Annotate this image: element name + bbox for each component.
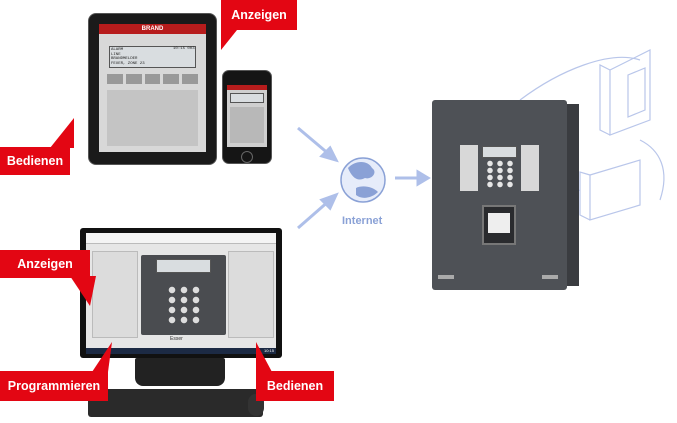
pc-taskbar-time: 10:15 (263, 348, 274, 353)
panel-printer-paper (488, 213, 510, 233)
phone-control-grid (230, 107, 264, 143)
tablet-anzeigen-tag: Anzeigen (221, 0, 297, 30)
pc-bedienen-tag: Bedienen (256, 371, 334, 401)
tablet-button[interactable] (107, 74, 123, 84)
pc-keypad (166, 285, 201, 325)
fire-alarm-control-panel (432, 100, 567, 290)
pc-panel-rendering (141, 255, 226, 335)
pc-programmieren-tag-pointer (92, 342, 112, 372)
tablet-screen: BRAND ALARM LINE BRANDMELDER FEUER, ZONE… (99, 24, 206, 152)
tablet-lcd-display: ALARM LINE BRANDMELDER FEUER, ZONE 23 (109, 46, 196, 68)
tablet-button[interactable] (125, 74, 142, 84)
tablet-device: BRAND ALARM LINE BRANDMELDER FEUER, ZONE… (88, 13, 217, 165)
remote-device-outlines (519, 49, 665, 221)
tablet-button[interactable] (163, 74, 180, 84)
phone-device (222, 70, 272, 164)
arrow-from-pc (297, 192, 339, 230)
tablet-button[interactable] (144, 74, 161, 84)
pc-monitor-stand (135, 358, 225, 386)
phone-brand-bar (227, 85, 267, 90)
panel-model-badge (542, 275, 558, 279)
pc-anzeigen-tag: Anzeigen (0, 250, 90, 278)
phone-lcd-display (230, 93, 264, 103)
tablet-button[interactable] (182, 74, 198, 84)
pc-right-indicator-column (228, 251, 274, 338)
globe-icon (340, 157, 386, 203)
pc-programmieren-tag: Programmieren (0, 371, 108, 401)
tablet-brand-bar: BRAND (99, 24, 206, 34)
pc-bedienen-tag-pointer (256, 342, 272, 372)
tablet-lcd-line-4: FEUER, ZONE 23 (111, 61, 145, 66)
tablet-lcd-line-2: LINE (111, 52, 121, 57)
panel-keypad (485, 160, 515, 188)
arrow-to-panel (395, 169, 431, 187)
panel-right-indicators (521, 145, 539, 191)
tablet-control-grid (107, 90, 198, 146)
tablet-time: 10:15 003 (173, 47, 195, 51)
tablet-bedienen-tag-pointer (50, 118, 74, 148)
pc-left-indicator-column (92, 251, 138, 338)
tablet-anzeigen-tag-pointer (221, 30, 237, 50)
pc-app-toolbar (86, 233, 276, 244)
pc-anzeigen-tag-pointer (70, 276, 96, 306)
tablet-lcd-line-3: BRANDMELDER (111, 57, 138, 61)
arrow-from-tablet (297, 126, 339, 163)
panel-left-indicators (460, 145, 478, 191)
tablet-bedienen-tag: Bedienen (0, 147, 70, 175)
pc-keyboard[interactable] (88, 389, 263, 417)
tablet-lcd-line-1: ALARM (111, 48, 124, 52)
pc-monitor-screen: Esser (86, 233, 276, 348)
pc-lcd-display (156, 259, 211, 273)
panel-printer-slot (482, 205, 516, 245)
phone-home-button[interactable] (241, 151, 253, 163)
panel-side (567, 104, 579, 286)
pc-taskbar: 10:15 (86, 348, 276, 354)
phone-screen (227, 85, 267, 147)
pc-monitor: Esser 10:15 (80, 228, 282, 358)
panel-lcd-display (482, 146, 517, 158)
internet-label: Internet (342, 215, 383, 227)
tablet-button-row (107, 74, 198, 84)
pc-footer-brand: Esser (170, 336, 183, 342)
panel-logo (438, 275, 454, 279)
